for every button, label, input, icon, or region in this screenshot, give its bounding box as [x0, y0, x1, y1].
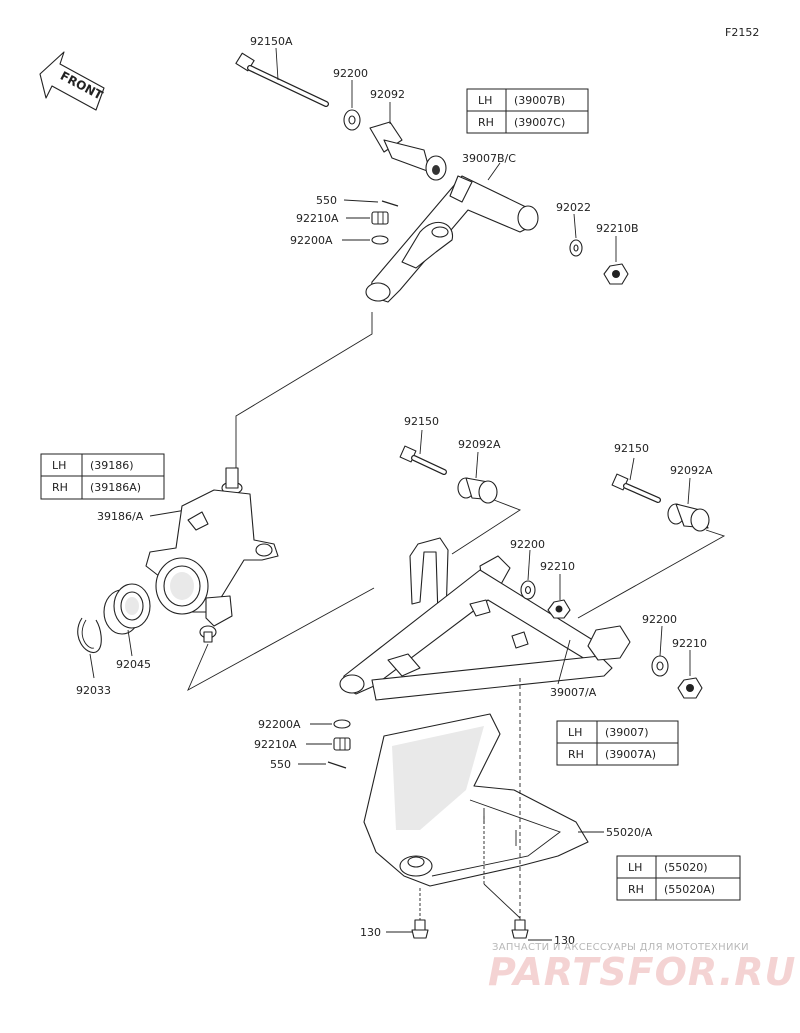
bushing-92092-icon [369, 121, 447, 181]
bolt-92150-left-icon [399, 445, 447, 475]
bushing-92092a-right-icon [667, 503, 710, 532]
table-39007bc-side-lh: LH [478, 94, 492, 107]
lower-a-arm-icon [339, 537, 631, 701]
label-39007bc: 39007B/C [462, 152, 516, 165]
label-92210-right: 92210 [672, 637, 707, 650]
label-550-bottom: 550 [270, 758, 291, 771]
table-39007: LH (39007) RH (39007A) [556, 720, 679, 766]
nut-92210-right-icon [677, 677, 703, 699]
washer-92200-right-icon [651, 655, 669, 677]
label-92033: 92033 [76, 684, 111, 697]
table-39186: LH (39186) RH (39186A) [40, 453, 165, 500]
castle-nut-top-icon [371, 211, 389, 225]
label-92210b: 92210B [596, 222, 639, 235]
table-39007-part-rh: (39007A) [605, 748, 656, 761]
bolt-92150a-icon [235, 52, 329, 107]
label-92092: 92092 [370, 88, 405, 101]
table-55020-part-rh: (55020A) [664, 883, 715, 896]
circlip-92033-icon [77, 617, 102, 653]
upper-a-arm-icon [365, 175, 539, 303]
cotter-pin-bottom-icon [327, 761, 347, 769]
label-92022: 92022 [556, 201, 591, 214]
label-130-right: 130 [554, 934, 575, 947]
label-92200a-bottom: 92200A [258, 718, 301, 731]
cotter-pin-top-icon [381, 200, 399, 207]
nut-92210b-icon [603, 263, 629, 285]
washer-92200-top-icon [343, 109, 361, 131]
label-92200-top: 92200 [333, 67, 368, 80]
table-55020: LH (55020) RH (55020A) [616, 855, 741, 901]
label-92092a-right: 92092A [670, 464, 713, 477]
table-39007-part-lh: (39007) [605, 726, 649, 739]
table-39186-part-rh: (39186A) [90, 481, 141, 494]
washer-92200a-bottom-icon [333, 719, 351, 729]
table-55020-side-rh: RH [628, 883, 644, 896]
table-55020-side-lh: LH [628, 861, 642, 874]
label-92150-right: 92150 [614, 442, 649, 455]
label-550-top: 550 [316, 194, 337, 207]
table-39007bc-side-rh: RH [478, 116, 494, 129]
table-39007-side-lh: LH [568, 726, 582, 739]
label-39007a: 39007/A [550, 686, 597, 699]
label-92150-left: 92150 [404, 415, 439, 428]
label-39186a: 39186/A [97, 510, 144, 523]
bolt-130-left-icon [411, 888, 429, 939]
castle-nut-bottom-icon [333, 737, 351, 751]
watermark-caption: ЗАПЧАСТИ И АКСЕССУАРЫ ДЛЯ МОТОТЕХНИКИ [492, 942, 749, 953]
bushing-92092a-left-icon [457, 477, 498, 504]
watermark-brand: PARTSFOR.RU [488, 950, 796, 994]
washer-92200a-top-icon [371, 235, 389, 245]
washer-92200-mid-icon [520, 580, 536, 600]
table-39186-side-lh: LH [52, 459, 66, 472]
bearing-92045-icon [103, 583, 151, 635]
table-39007bc-part-lh: (39007B) [514, 94, 565, 107]
label-92150a: 92150A [250, 35, 293, 48]
figure-id: F2152 [725, 26, 759, 39]
front-arrow-icon: FRONT [39, 51, 106, 111]
skid-guard-icon [363, 713, 589, 887]
label-92210-mid: 92210 [540, 560, 575, 573]
label-55020a: 55020/A [606, 826, 653, 839]
washer-92022-icon [569, 239, 583, 257]
table-39007bc-part-rh: (39007C) [514, 116, 565, 129]
label-92045: 92045 [116, 658, 151, 671]
steering-knuckle-icon [145, 467, 279, 643]
nut-92210-mid-icon [547, 599, 571, 619]
bolt-92150-right-icon [611, 473, 661, 503]
table-39007bc: LH (39007B) RH (39007C) [466, 88, 589, 134]
table-39007-side-rh: RH [568, 748, 584, 761]
label-92200-right: 92200 [642, 613, 677, 626]
label-130-left: 130 [360, 926, 381, 939]
table-55020-part-lh: (55020) [664, 861, 708, 874]
label-92200-mid: 92200 [510, 538, 545, 551]
label-92210a-top: 92210A [296, 212, 339, 225]
bolt-130-right-icon [483, 678, 529, 939]
table-39186-part-lh: (39186) [90, 459, 134, 472]
label-92210a-bottom: 92210A [254, 738, 297, 751]
table-39186-side-rh: RH [52, 481, 68, 494]
label-92092a-left: 92092A [458, 438, 501, 451]
label-92200a-top: 92200A [290, 234, 333, 247]
